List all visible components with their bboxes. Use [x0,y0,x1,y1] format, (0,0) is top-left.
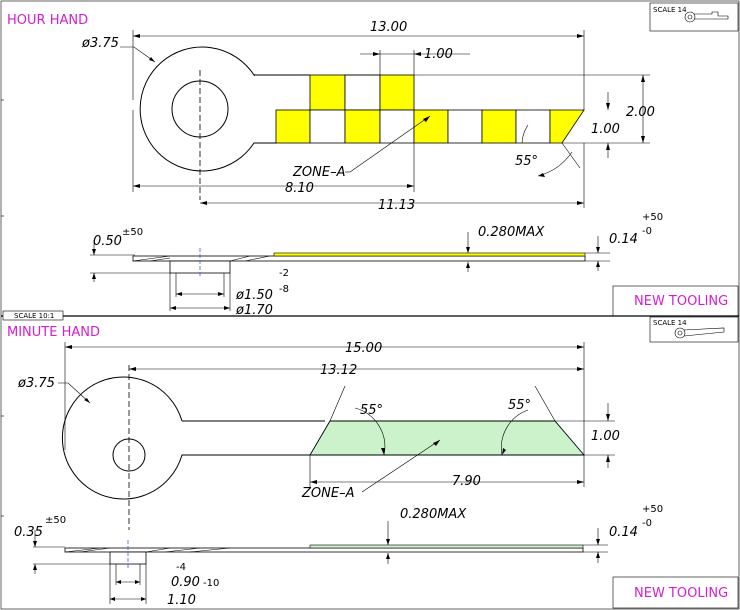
hour-dim-step-label: 1.00 [424,47,453,62]
minute-dim-angle-right: 55° [501,385,556,456]
minute-dim-width-label: 1.00 [591,429,620,444]
minute-scale-tag-label: SCALE 10:1 [14,312,54,320]
hour-dim-width-label: 2.00 [626,105,655,120]
hour-thickness-label: 0.14 [609,232,638,247]
minute-scale-tag [2,310,64,321]
minute-thk-tol-upper: +50 [642,504,663,515]
minute-thickness-label: 0.14 [609,525,638,540]
minute-max-label: 0.280MAX [400,507,467,522]
hour-outer-dia-label: ø1.70 [235,303,273,318]
hour-dim-overall-label: 13.00 [370,20,407,35]
minute-dim-zone-len-label: 7.90 [452,474,481,489]
hour-collar-label: 0.50 [93,234,122,249]
minute-dim-overall-label: 15.00 [345,341,382,356]
minute-scale-box: SCALE 14 [649,316,739,343]
minute-zone-a [309,420,585,456]
minute-tol-a: -4 [176,562,186,573]
minute-scale-label: SCALE 14 [653,319,687,327]
minute-hand-outline [61,376,310,500]
hour-section-view [90,232,610,311]
hour-tooling-box [612,285,739,317]
hour-hand-title: HOUR HAND [7,13,88,28]
hour-dim-width: 2.00 1.00 [414,74,655,158]
hour-dim-angle: 55° [515,124,581,177]
hour-tol-a: -2 [279,268,289,279]
hour-zone-label: ZONE–A [292,165,345,180]
hour-dim-overall: 13.00 [132,20,585,110]
hour-max-label: 0.280MAX [478,225,545,240]
hour-thk-tol-upper: +50 [642,212,663,223]
hour-tol-b: -8 [279,284,289,295]
minute-zone-callout: ZONE–A [301,439,441,501]
hour-dim-len-b: 11.13 [200,143,585,213]
hour-dim-len-a: 8.10 [132,110,415,196]
margin-ticks [1,99,4,517]
minute-section-view [33,521,608,604]
hour-dim-diameter-label: ø3.75 [81,36,119,51]
hour-tooling-label: NEW TOOLING [634,294,728,309]
minute-collar-label: 0.35 [14,525,43,540]
minute-tol-b: -10 [203,578,219,589]
hour-thk-tol-lower: -0 [642,226,652,237]
hour-scale-box: SCALE 14 [649,2,739,32]
minute-dim-diameter-label: ø3.75 [17,376,55,391]
minute-inner-dia-label: 0.90 [171,575,200,590]
minute-dim-angle-left-label: 55° [360,403,383,418]
minute-tooling-label: NEW TOOLING [634,586,728,601]
hour-scale-label: SCALE 14 [653,6,687,14]
hour-dim-tip-label: 1.00 [591,122,620,137]
minute-hand-thumbnail-icon [674,327,725,339]
minute-collar-tol: ±50 [45,515,66,526]
minute-dim-width: 1.00 [555,403,620,468]
hour-zone-callout: ZONE–A [292,115,431,180]
minute-dim-len-b-label: 13.12 [320,363,357,378]
hour-dim-len-b-label: 11.13 [378,198,415,213]
minute-dim-angle-right-label: 55° [508,398,531,413]
minute-outer-dia-label: 1.10 [167,593,196,608]
hour-dim-angle-label: 55° [515,154,538,169]
minute-zone-label: ZONE–A [301,486,354,501]
minute-dim-diameter: ø3.75 [17,376,91,404]
hour-zone-a [275,74,585,144]
hour-hand-outline [139,46,277,172]
minute-dim-overall: 15.00 [64,341,585,455]
minute-thk-tol-lower: -0 [642,518,652,529]
hour-collar-tol: ±50 [122,227,143,238]
hour-dim-step: 1.00 [360,47,470,75]
hour-inner-dia-label: ø1.50 [235,288,273,303]
hour-dim-diameter: ø3.75 [81,36,156,63]
minute-hand-title: MINUTE HAND [7,325,100,340]
minute-tooling-box [612,576,739,609]
minute-dim-len-b: 13.12 [129,363,584,378]
hour-dim-len-a-label: 8.10 [285,181,314,196]
minute-dim-angle-left: 55° [329,385,386,456]
minute-dim-zone-len: 7.90 [309,455,585,489]
hour-hand-thumbnail-icon [684,11,729,23]
